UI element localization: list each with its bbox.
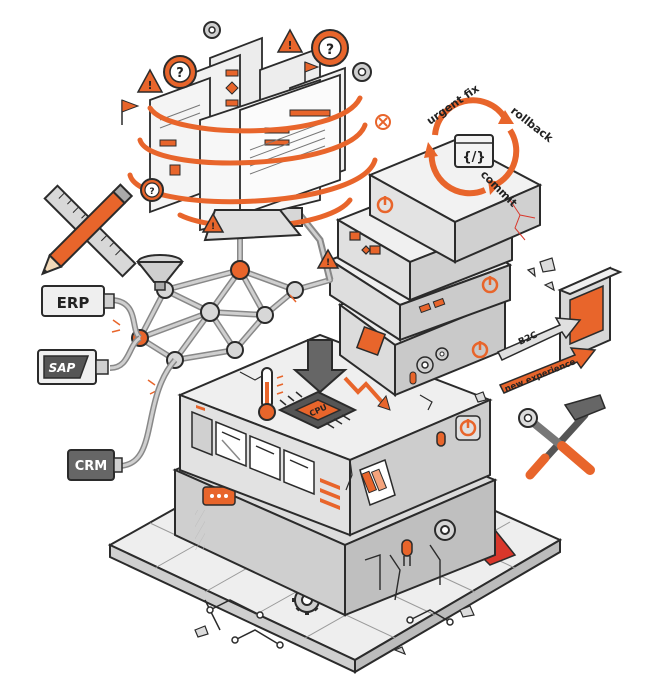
server-tower	[327, 138, 543, 397]
pencil-icon	[40, 183, 134, 276]
svg-text:!: !	[147, 79, 152, 92]
warning-icon: !	[201, 212, 225, 233]
thermometer-icon	[258, 367, 284, 421]
power-icon	[471, 341, 489, 359]
wrench-hammer-icon	[518, 394, 606, 480]
server-block-4	[367, 138, 543, 264]
flag-icon	[121, 99, 140, 125]
power-icon	[455, 415, 481, 441]
gear-icon	[203, 21, 221, 39]
new-experience-label: new experience	[503, 357, 577, 395]
flag-icon	[304, 61, 320, 82]
sap-system: SAP	[37, 335, 142, 385]
code-glyph: {/}	[462, 150, 485, 165]
question-gear-icon: ?	[140, 178, 164, 202]
error-icon	[375, 114, 391, 130]
floating-icons: ? ? ? ! ! !	[121, 21, 556, 403]
svg-text:!: !	[326, 258, 330, 268]
network-mesh	[111, 229, 333, 395]
power-icon	[481, 276, 499, 294]
swatch-card	[359, 458, 396, 507]
question-gear-icon: ?	[163, 55, 197, 89]
led-icon	[401, 539, 413, 566]
main-server-box: CPU	[177, 333, 493, 537]
cpu-chip-icon	[355, 325, 387, 357]
gear-icon	[434, 519, 456, 541]
warning-icon: !	[136, 68, 164, 93]
svg-text:!: !	[211, 222, 215, 232]
pressure-arrow-icon	[292, 339, 348, 394]
chat-bubble-icon	[202, 486, 236, 506]
cpu-chip-icon: CPU	[277, 390, 358, 430]
urgent-fix-label: urgent fix	[424, 82, 481, 128]
svg-text:!: !	[287, 39, 292, 52]
new-experience-target: B2C new experience	[496, 266, 623, 395]
gear-icon	[352, 62, 372, 82]
pencil-ruler-icon	[40, 183, 137, 278]
question-gear-icon: ?	[311, 29, 349, 67]
warning-icon: !	[276, 28, 304, 53]
sap-label: SAP	[49, 361, 76, 375]
power-icon	[376, 196, 394, 214]
erp-label: ERP	[57, 294, 90, 312]
decline-arrow-icon	[343, 376, 391, 411]
svg-text:?: ?	[326, 42, 334, 58]
funnel-icon	[135, 254, 185, 291]
crm-system: CRM	[67, 358, 178, 481]
wrench-icon	[518, 408, 595, 475]
code-window-icon: {/}	[454, 134, 494, 168]
warning-icon: !	[316, 248, 340, 269]
led-icon	[436, 431, 446, 447]
erp-system: ERP	[41, 285, 143, 341]
gear-icon	[435, 347, 449, 361]
gear-icon	[416, 356, 434, 374]
hammer-icon	[525, 394, 606, 480]
crm-label: CRM	[75, 459, 108, 474]
svg-text:?: ?	[176, 66, 184, 81]
svg-text:?: ?	[149, 187, 154, 197]
